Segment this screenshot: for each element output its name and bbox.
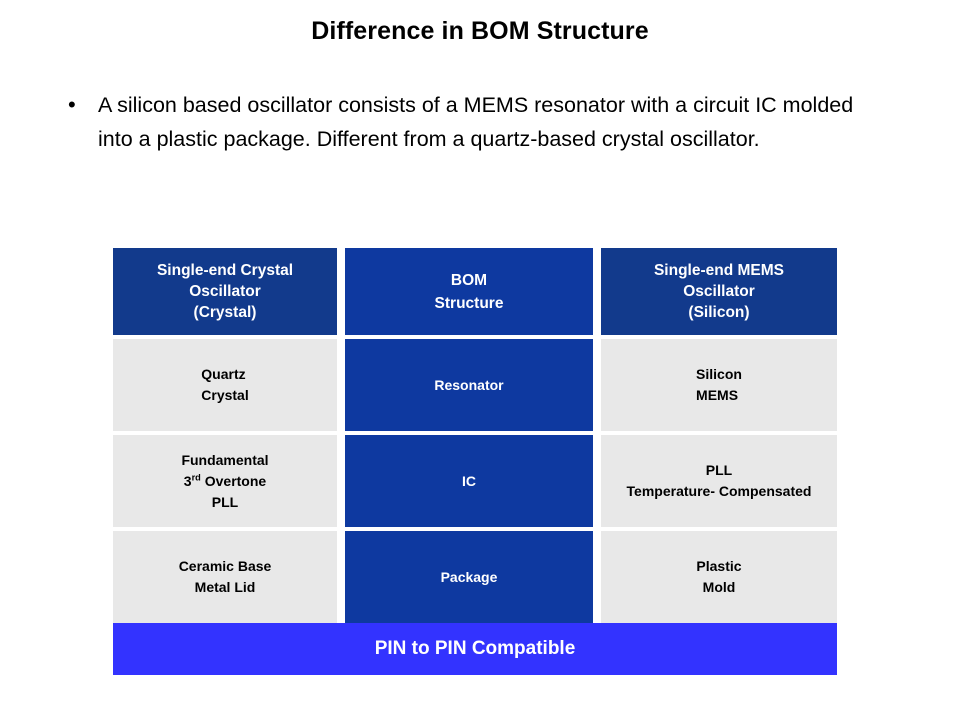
- column-gap-4: [593, 339, 601, 431]
- bullet-paragraph-text: A silicon based oscillator consists of a…: [98, 93, 854, 151]
- row-2-left-text: Fundamental 3rd Overtone PLL: [181, 450, 268, 513]
- table-row-2-right-cell: PLL Temperature- Compensated: [601, 435, 837, 527]
- row-2-left-line3: PLL: [211, 493, 239, 510]
- row-2-left-line1: Fundamental: [181, 451, 269, 468]
- row-3-right-line2: Mold: [702, 579, 736, 595]
- row-2-left-line2-superscript: rd: [191, 471, 201, 482]
- row-2-right-text: PLL Temperature- Compensated: [627, 460, 812, 502]
- column-gap-7: [337, 531, 345, 623]
- header-right-line1: Single-end MEMS: [653, 262, 785, 279]
- table-row-1-left-cell: Quartz Crystal: [113, 339, 337, 431]
- bullet-marker-icon: •: [68, 92, 76, 117]
- row-1-right-line2: MEMS: [696, 387, 739, 403]
- row-1-middle-label: Resonator: [434, 377, 504, 393]
- page-title: Difference in BOM Structure: [311, 17, 649, 45]
- header-right-line2: Oscillator: [683, 283, 755, 300]
- header-left-line1: Single-end Crystal: [156, 262, 294, 279]
- header-middle-text: BOM Structure: [435, 269, 504, 315]
- pin-compatible-banner: PIN to PIN Compatible: [113, 623, 837, 675]
- table-row-1-middle-cell: Resonator: [345, 339, 593, 431]
- header-left-text: Single-end Crystal Oscillator (Crystal): [157, 260, 293, 323]
- column-gap-8: [593, 531, 601, 623]
- table-row-1-right-cell: Silicon MEMS: [601, 339, 837, 431]
- header-middle-line2: Structure: [434, 294, 504, 312]
- header-cell-left-crystal: Single-end Crystal Oscillator (Crystal): [113, 248, 337, 335]
- column-gap-3: [337, 339, 345, 431]
- row-3-right-line1: Plastic: [696, 558, 742, 574]
- row-2-left-line2-suffix: Overtone: [200, 472, 267, 489]
- row-3-left-line1: Ceramic Base: [178, 558, 272, 574]
- header-middle-line1: BOM: [450, 271, 488, 289]
- row-3-left-text: Ceramic Base Metal Lid: [179, 556, 272, 598]
- header-left-line3: (Crystal): [193, 304, 257, 321]
- header-cell-right-mems: Single-end MEMS Oscillator (Silicon): [601, 248, 837, 335]
- row-1-left-line1: Quartz: [201, 366, 246, 382]
- header-left-line2: Oscillator: [189, 283, 261, 300]
- header-right-text: Single-end MEMS Oscillator (Silicon): [654, 260, 784, 323]
- row-2-right-line2: Temperature- Compensated: [626, 483, 812, 499]
- row-1-right-line1: Silicon: [696, 366, 742, 382]
- header-cell-middle-bom: BOM Structure: [345, 248, 593, 335]
- bom-comparison-table: Single-end Crystal Oscillator (Crystal) …: [113, 248, 837, 623]
- row-3-middle-label: Package: [440, 569, 498, 585]
- row-1-left-line2: Crystal: [201, 387, 249, 403]
- table-row-3-middle-cell: Package: [345, 531, 593, 623]
- row-2-left-line2-prefix: 3: [183, 472, 192, 489]
- bullet-paragraph: • A silicon based oscillator consists of…: [68, 88, 878, 156]
- column-gap-6: [593, 435, 601, 527]
- table-row-3-left-cell: Ceramic Base Metal Lid: [113, 531, 337, 623]
- row-2-left-line2: 3rd Overtone: [183, 471, 267, 489]
- row-2-right-line1: PLL: [705, 462, 733, 478]
- column-gap-2: [593, 248, 601, 335]
- row-3-right-text: Plastic Mold: [696, 556, 741, 598]
- header-right-line3: (Silicon): [688, 304, 750, 321]
- table-row-2-middle-cell: IC: [345, 435, 593, 527]
- row-1-right-text: Silicon MEMS: [696, 364, 742, 406]
- row-2-middle-label: IC: [462, 473, 476, 489]
- row-1-left-text: Quartz Crystal: [201, 364, 248, 406]
- row-3-left-line2: Metal Lid: [194, 579, 256, 595]
- column-gap-5: [337, 435, 345, 527]
- table-row-3-right-cell: Plastic Mold: [601, 531, 837, 623]
- pin-compatible-label: PIN to PIN Compatible: [374, 638, 576, 659]
- table-row-2-left-cell: Fundamental 3rd Overtone PLL: [113, 435, 337, 527]
- column-gap-1: [337, 248, 345, 335]
